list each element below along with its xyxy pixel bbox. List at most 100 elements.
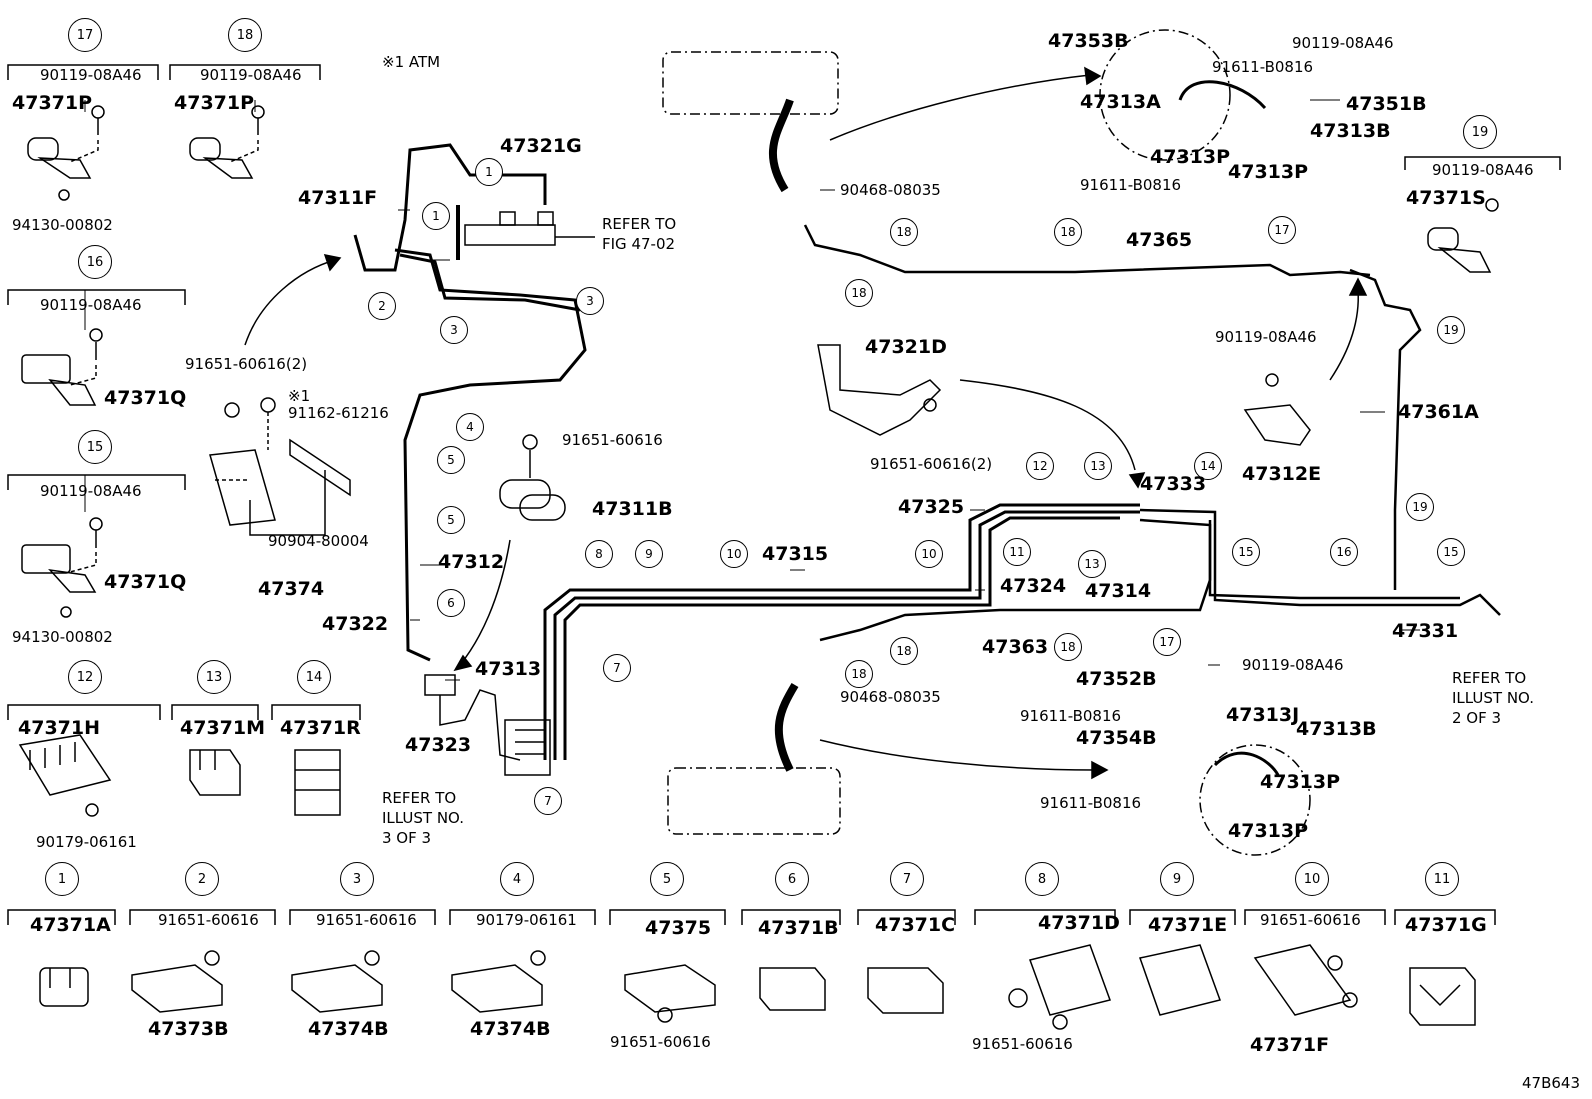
arrow-head-top-right bbox=[1084, 66, 1102, 86]
line-marker-19b: 19 bbox=[1406, 493, 1434, 521]
line-marker-6: 6 bbox=[437, 589, 465, 617]
line-marker-10b: 10 bbox=[915, 540, 943, 568]
part-47314: 47314 bbox=[1085, 580, 1152, 602]
line-marker-9: 9 bbox=[635, 540, 663, 568]
part-91611-B0816-c: 91611-B0816 bbox=[1020, 707, 1122, 725]
group-3-bracket bbox=[289, 909, 436, 925]
part-47325: 47325 bbox=[898, 496, 965, 518]
part-47371C: 47371C bbox=[875, 914, 956, 936]
part-47313P-c: 47313P bbox=[1260, 771, 1341, 793]
clip-47371M bbox=[189, 749, 241, 796]
part-47313P-d: 47313P bbox=[1228, 820, 1309, 842]
arrow-head-47333 bbox=[1128, 472, 1146, 489]
part-47324: 47324 bbox=[1000, 575, 1067, 597]
line-marker-18a: 18 bbox=[890, 218, 918, 246]
note-refer-illust-3: REFER TO ILLUST NO. 3 OF 3 bbox=[382, 788, 464, 848]
part-47313P-b: 47313P bbox=[1228, 161, 1309, 183]
line-marker-16: 16 bbox=[1330, 538, 1358, 566]
part-47331: 47331 bbox=[1392, 620, 1459, 642]
part-91651-60616-b3: 91651-60616 bbox=[316, 911, 417, 929]
callout-19: 19 bbox=[1463, 115, 1497, 149]
note-refer-illust-2-text: REFER TO ILLUST NO. 2 OF 3 bbox=[1452, 669, 1535, 727]
arrow-head-47313 bbox=[453, 654, 473, 672]
callout-14: 14 bbox=[297, 660, 331, 694]
line-marker-18d: 18 bbox=[890, 637, 918, 665]
arrow-to-47365 bbox=[1329, 289, 1359, 381]
callout-11: 11 bbox=[1425, 862, 1459, 896]
part-47312E: 47312E bbox=[1242, 463, 1322, 485]
part-47365: 47365 bbox=[1126, 229, 1193, 251]
arrow-head-bottom-right bbox=[1091, 760, 1109, 780]
part-47321D: 47321D bbox=[865, 336, 947, 358]
hose-box-bottom bbox=[667, 767, 841, 835]
group-4-bracket bbox=[449, 909, 596, 925]
arrow-to-47333 bbox=[959, 379, 1136, 471]
part-91651-60616-2b: 91651-60616(2) bbox=[870, 455, 993, 473]
detail-circle-bottom bbox=[1199, 744, 1311, 856]
flex-hose-top bbox=[768, 98, 794, 193]
part-90468-08035-b: 90468-08035 bbox=[840, 688, 941, 706]
clip-47371D bbox=[1008, 944, 1111, 1030]
hose-box-top bbox=[662, 51, 839, 115]
group-14-bracket bbox=[271, 704, 361, 720]
part-47313B-b: 47313B bbox=[1296, 718, 1377, 740]
part-90119-08A46-g18: 90119-08A46 bbox=[200, 66, 302, 84]
clip-47371A bbox=[39, 967, 89, 1007]
note-refer-illust-3-text: REFER TO ILLUST NO. 3 OF 3 bbox=[382, 789, 465, 847]
part-91651-60616-2: 91651-60616(2) bbox=[185, 355, 308, 373]
group-2-bracket bbox=[129, 909, 276, 925]
part-47374: 47374 bbox=[258, 578, 325, 600]
clip-47371G bbox=[1409, 967, 1476, 1026]
line-marker-11: 11 bbox=[1003, 538, 1031, 566]
callout-18: 18 bbox=[228, 18, 262, 52]
part-90119-08A46-g15: 90119-08A46 bbox=[40, 482, 142, 500]
clip-47371Q-a bbox=[21, 328, 103, 406]
group-9-bracket bbox=[1129, 909, 1236, 925]
callout-9: 9 bbox=[1160, 862, 1194, 896]
group-16-bracket bbox=[7, 289, 186, 305]
part-47333: 47333 bbox=[1140, 473, 1207, 495]
part-47374B-b: 47374B bbox=[470, 1018, 551, 1040]
callout-13: 13 bbox=[197, 660, 231, 694]
group-17-bracket bbox=[7, 64, 159, 80]
callout-7: 7 bbox=[890, 862, 924, 896]
part-91162-61216: 91162-61216 bbox=[288, 404, 389, 422]
line-marker-5a: 5 bbox=[437, 446, 465, 474]
group-19-bracket bbox=[1404, 156, 1561, 170]
clip-47371C bbox=[867, 967, 944, 1014]
main-lines-47315 bbox=[543, 503, 1140, 760]
group-7-bracket bbox=[857, 909, 956, 925]
note-refer-fig-47-02: REFER TO FIG 47-02 bbox=[602, 214, 676, 254]
note-x1: ※1 bbox=[288, 387, 311, 405]
line-marker-4: 4 bbox=[456, 413, 484, 441]
part-91651-60616-b5: 91651-60616 bbox=[610, 1033, 711, 1051]
line-marker-5b: 5 bbox=[437, 506, 465, 534]
part-47371P-b: 47371P bbox=[174, 92, 255, 114]
part-47371P-a: 47371P bbox=[12, 92, 93, 114]
part-90119-08A46-m: 90119-08A46 bbox=[1215, 328, 1317, 346]
part-47371G: 47371G bbox=[1405, 914, 1487, 936]
note-refer-illust-2: REFER TO ILLUST NO. 2 OF 3 bbox=[1452, 668, 1534, 728]
callout-1: 1 bbox=[45, 862, 79, 896]
group-8-bracket bbox=[974, 909, 1116, 925]
leader-lines bbox=[84, 99, 1420, 681]
arrow-to-47313 bbox=[459, 539, 511, 666]
clip-47311B bbox=[499, 434, 566, 521]
arrow-left-upper bbox=[244, 259, 336, 346]
clip-47371R bbox=[294, 749, 341, 816]
clip-47371P-b bbox=[189, 105, 265, 179]
group-5-bracket bbox=[609, 909, 726, 925]
clip-47374B-a bbox=[291, 950, 383, 1013]
master-cylinder-outline bbox=[456, 205, 595, 260]
arrow-to-top-right-assy bbox=[829, 74, 1091, 141]
part-91651-60616-b8: 91651-60616 bbox=[972, 1035, 1073, 1053]
part-47371R: 47371R bbox=[280, 717, 361, 739]
part-47371Q-b: 47371Q bbox=[104, 571, 187, 593]
arrow-head-47365 bbox=[1348, 277, 1368, 296]
line-marker-18b: 18 bbox=[1054, 218, 1082, 246]
part-47373B: 47373B bbox=[148, 1018, 229, 1040]
line-marker-15b: 15 bbox=[1437, 538, 1465, 566]
group-11-bracket bbox=[1394, 909, 1496, 925]
callout-5: 5 bbox=[650, 862, 684, 896]
